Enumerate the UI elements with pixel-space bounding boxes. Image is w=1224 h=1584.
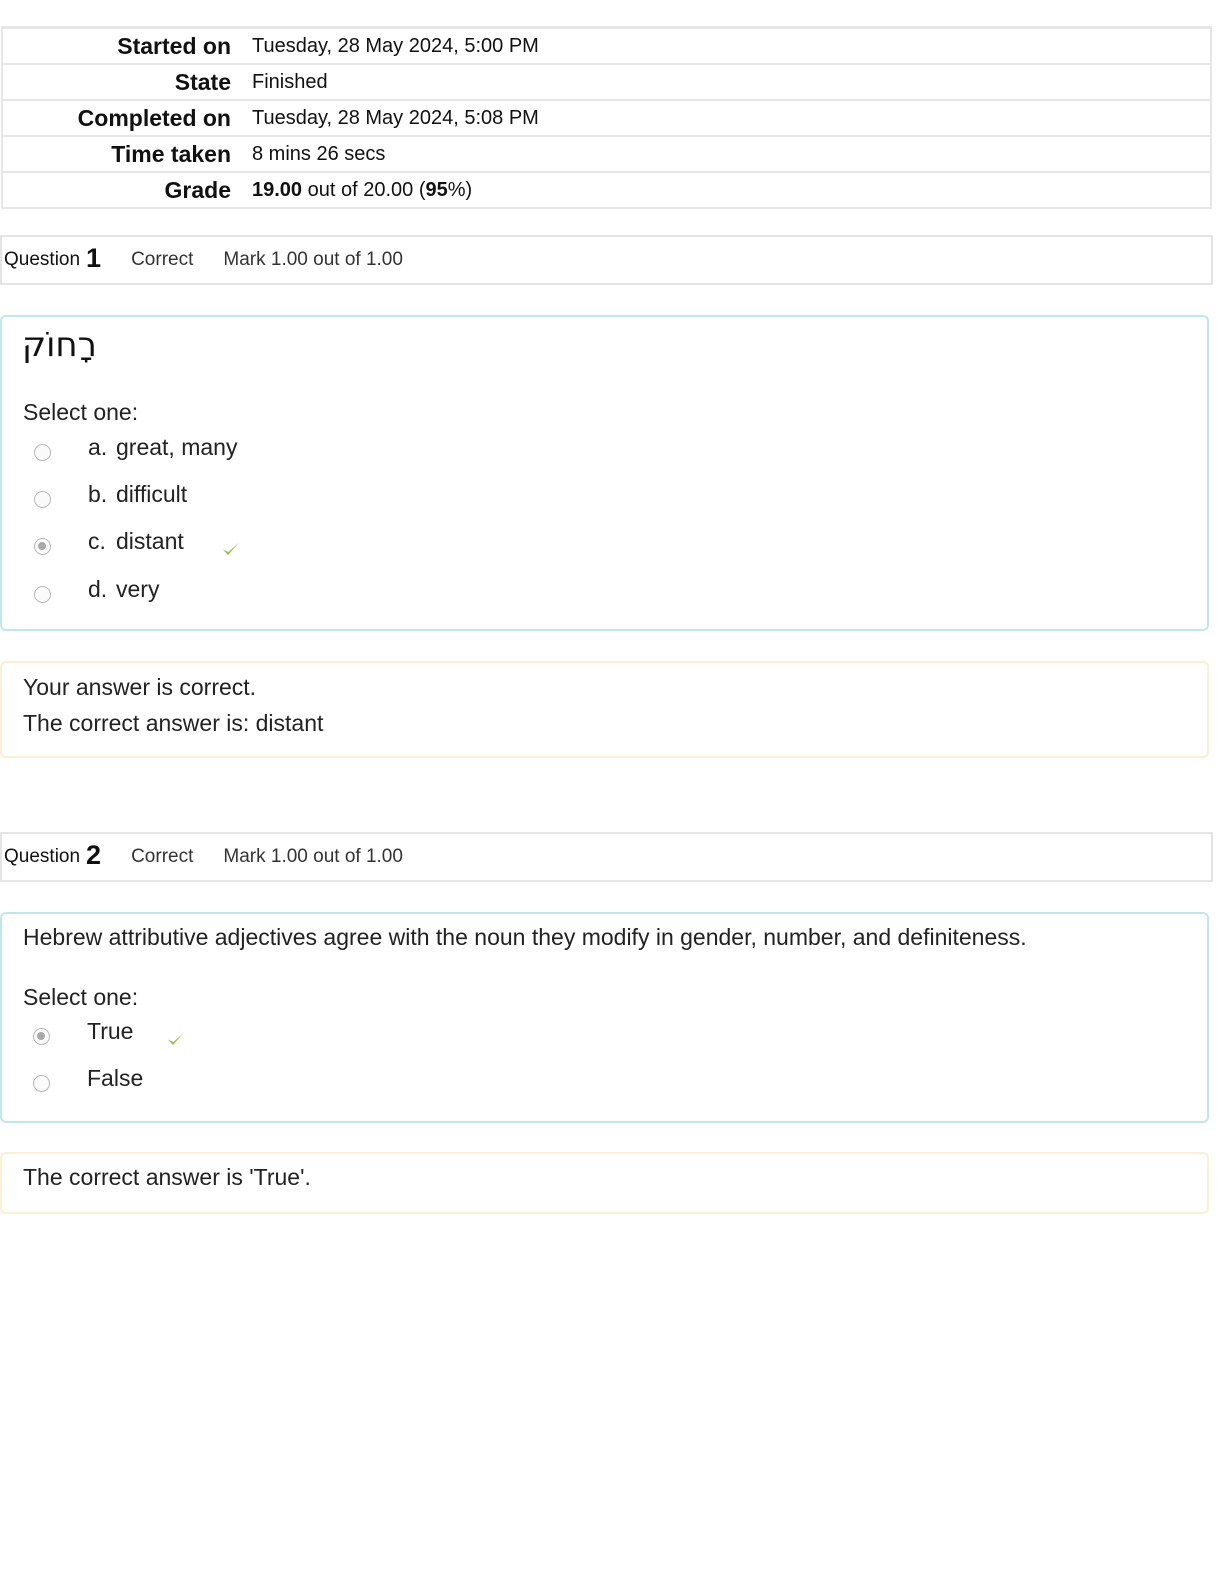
question-label: Question xyxy=(4,846,81,867)
attempt-summary-table: Started on Tuesday, 28 May 2024, 5:00 PM… xyxy=(1,26,1212,209)
question-2-formulation: Hebrew attributive adjectives agree with… xyxy=(0,912,1209,1123)
question-state: Correct xyxy=(131,249,194,270)
grade-value: 19.00 out of 20.00 (95%) xyxy=(242,171,1212,209)
option-text: great, many xyxy=(116,434,238,460)
option-text: difficult xyxy=(116,481,188,507)
summary-row-state: State Finished xyxy=(1,63,1212,101)
radio-button-selected[interactable] xyxy=(34,538,51,555)
option-text: False xyxy=(87,1065,144,1091)
question-state: Correct xyxy=(131,846,194,867)
question-mark: Mark 1.00 out of 1.00 xyxy=(223,846,403,867)
summary-value: Tuesday, 28 May 2024, 5:00 PM xyxy=(242,26,1212,65)
question-1-feedback: Your answer is correct. The correct answ… xyxy=(0,661,1209,758)
grade-score: 19.00 xyxy=(252,178,303,201)
select-one-prompt: Select one: xyxy=(23,984,139,1010)
answer-option-a[interactable]: a. great, many xyxy=(2,432,602,472)
question-number: 2 xyxy=(86,839,102,870)
grade-percent: 95 xyxy=(425,178,448,201)
feedback-line: Your answer is correct. xyxy=(23,674,257,700)
summary-label: Started on xyxy=(1,26,242,65)
answer-option-false[interactable]: False xyxy=(2,1062,602,1102)
summary-label: State xyxy=(1,63,242,101)
question-text: רָחוֹק xyxy=(22,325,97,365)
check-icon xyxy=(223,542,239,555)
grade-suffix: %) xyxy=(447,178,473,201)
question-2-feedback: The correct answer is 'True'. xyxy=(0,1152,1209,1214)
summary-value: Tuesday, 28 May 2024, 5:08 PM xyxy=(242,99,1212,137)
summary-label: Grade xyxy=(1,171,242,209)
option-text: very xyxy=(116,576,160,602)
select-one-prompt: Select one: xyxy=(23,399,139,425)
question-1-info: Question 1 Correct Mark 1.00 out of 1.00 xyxy=(0,235,1213,285)
option-letter: b. xyxy=(88,481,108,507)
question-1-formulation: רָחוֹק Select one: a. great, many b. dif… xyxy=(0,315,1209,631)
answer-option-true[interactable]: True xyxy=(2,1014,602,1054)
answer-option-c[interactable]: c. distant xyxy=(2,526,602,566)
summary-label: Time taken xyxy=(1,135,242,173)
summary-value: Finished xyxy=(242,63,1212,101)
option-letter: d. xyxy=(88,576,108,602)
option-text: distant xyxy=(116,528,184,554)
question-label: Question xyxy=(4,249,81,270)
option-letter: a. xyxy=(88,434,108,460)
question-text: Hebrew attributive adjectives agree with… xyxy=(23,924,1027,950)
option-text: True xyxy=(87,1018,134,1044)
check-icon xyxy=(168,1032,184,1045)
option-letter: c. xyxy=(88,528,106,554)
grade-middle: out of 20.00 ( xyxy=(302,178,426,201)
radio-button[interactable] xyxy=(34,491,51,508)
answer-option-d[interactable]: d. very xyxy=(2,574,602,614)
summary-row-time-taken: Time taken 8 mins 26 secs xyxy=(1,135,1212,173)
question-mark: Mark 1.00 out of 1.00 xyxy=(223,249,403,270)
answer-option-b[interactable]: b. difficult xyxy=(2,479,602,519)
radio-button[interactable] xyxy=(34,586,51,603)
summary-value: 8 mins 26 secs xyxy=(242,135,1212,173)
summary-label: Completed on xyxy=(1,99,242,137)
summary-row-completed: Completed on Tuesday, 28 May 2024, 5:08 … xyxy=(1,99,1212,137)
radio-button[interactable] xyxy=(33,1075,50,1092)
radio-button-selected[interactable] xyxy=(33,1028,50,1045)
correct-answer-line: The correct answer is 'True'. xyxy=(23,1164,311,1190)
radio-button[interactable] xyxy=(34,444,51,461)
summary-row-started: Started on Tuesday, 28 May 2024, 5:00 PM xyxy=(1,26,1212,65)
correct-answer-line: The correct answer is: distant xyxy=(23,710,324,736)
summary-row-grade: Grade 19.00 out of 20.00 (95%) xyxy=(1,171,1212,209)
question-2-info: Question 2 Correct Mark 1.00 out of 1.00 xyxy=(0,832,1213,882)
question-number: 1 xyxy=(86,242,102,273)
